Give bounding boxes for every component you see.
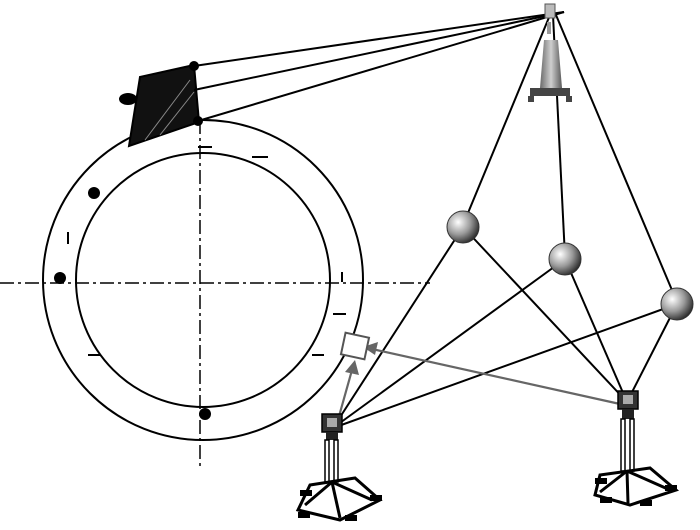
tracker-neck [547,22,551,34]
sight-line [193,11,565,91]
right-station-wheel [595,478,607,484]
overhead-tracker [528,3,572,102]
left-station-mount [326,432,338,440]
target-plate [119,61,203,148]
right-station-base [593,466,680,507]
right-station-brace [626,469,671,492]
right-station-lens [623,395,633,404]
right-station-brace [625,470,630,504]
left-station-wheel [345,515,357,521]
left-station-leg [324,439,330,483]
right-station-leg [629,418,635,472]
sight-line [555,14,678,303]
left-station-base [295,476,383,522]
measurement-window [339,331,371,361]
tracker-base [530,88,570,96]
tracker-foot [528,96,534,102]
right-station-lines [462,226,678,403]
right-station-brace [599,469,628,494]
right-station-wheel [640,500,652,506]
sight-line [332,226,464,429]
left-station-brace [304,480,333,507]
target-plate-hatch [144,79,191,141]
sphere-reflector-3 [660,287,694,321]
tracker-body [540,40,562,88]
right-station-wheel [600,497,612,503]
left-station-wheel [370,495,382,501]
arrow-head [345,360,359,375]
target-plate-hatch [159,91,195,136]
ring-inner-edge [75,152,331,408]
ring-tick-marks [67,146,346,356]
sphere-reflector-2 [548,242,582,276]
measurement-arrows [334,342,621,428]
left-station-lines [332,226,678,429]
left-station-wheel [300,490,312,496]
tracker-foot [566,96,572,102]
arrow-line [371,347,621,406]
left-tripod-station [295,413,383,522]
right-station-wheel [665,485,677,491]
left-station-wheel [298,512,310,518]
ring-hole [199,408,211,420]
right-station-leg [620,418,626,472]
flange-ring [42,119,364,441]
sphere-reflector-1 [446,210,480,244]
sight-line [193,11,565,67]
sight-line [197,11,565,122]
tracker-to-target-lines [193,11,565,122]
ring-outer-edge [42,119,364,441]
tracker-head [544,3,556,19]
target-plate-body [127,63,201,148]
center-axes [0,120,430,470]
sight-line [462,14,551,226]
left-station-brace [330,481,342,519]
left-station-leg [333,439,339,483]
sight-line [462,226,628,403]
ring-hole [88,187,100,199]
ring-hole [54,272,66,284]
arrow-head [363,342,378,355]
sphere-reflectors [446,210,694,321]
right-station-mount [622,409,634,419]
left-station-lens [327,418,337,427]
left-station-brace [331,480,373,502]
sight-line [332,303,678,429]
sight-line [564,258,628,403]
sight-line [626,303,678,403]
right-tripod-station [593,390,680,507]
target-knob [119,93,137,105]
sight-line [332,258,566,429]
